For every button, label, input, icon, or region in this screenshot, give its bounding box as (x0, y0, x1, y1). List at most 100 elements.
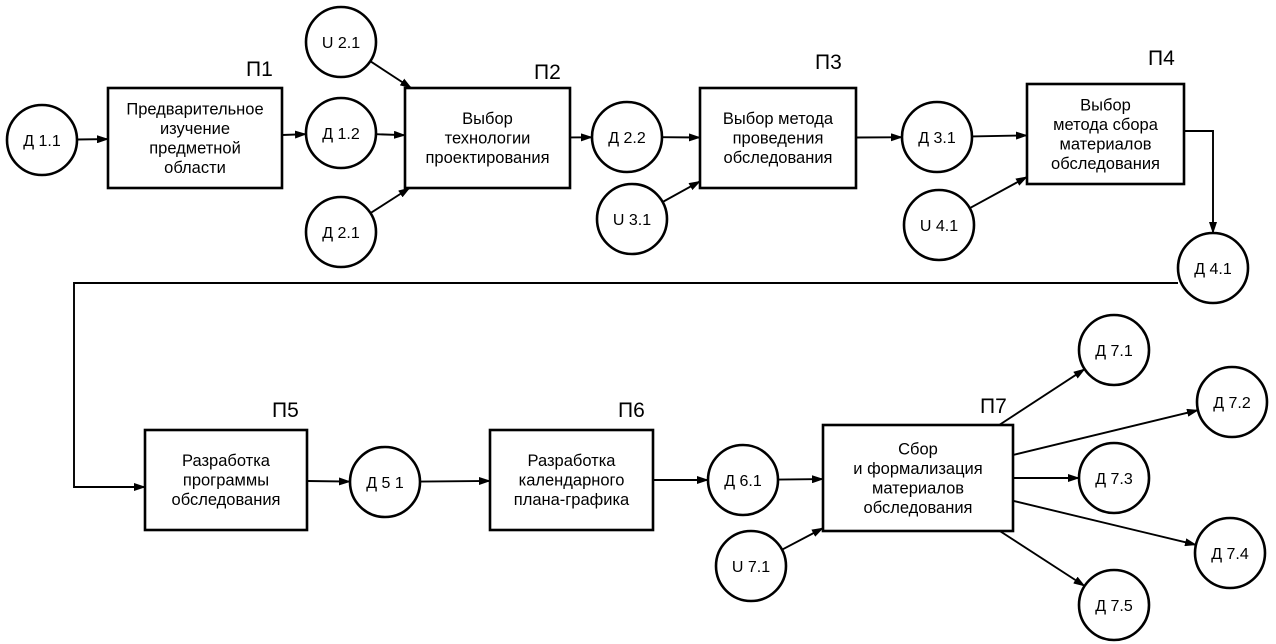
node-label-d75: Д 7.5 (1095, 598, 1133, 615)
process-label-line: Предварительное (126, 100, 263, 118)
process-label-line: обследования (864, 499, 973, 517)
process-box-p5 (143, 428, 309, 532)
node-circle-d41 (1176, 231, 1250, 305)
node-label-d22: Д 2.2 (608, 130, 646, 147)
step-label-p7: П7 (980, 395, 1007, 418)
node-d12: Д 1.2 (304, 96, 378, 170)
node-label-d73: Д 7.3 (1095, 471, 1133, 488)
process-label-line: изучение (160, 120, 230, 138)
process-label-line: материалов (872, 479, 964, 497)
arrow-p4-to-d41 (1184, 130, 1217, 234)
process-label-line: Выбор метода (723, 110, 834, 128)
node-d74: Д 7.4 (1193, 516, 1267, 590)
process-label-line: области (164, 159, 226, 177)
arrow-p7-to-d71 (998, 368, 1086, 426)
process-label-line: метода сбора (1053, 116, 1159, 134)
node-circle-d75 (1077, 568, 1151, 642)
node-label-u21: U 2.1 (322, 35, 360, 52)
arrow-d31-to-p4 (971, 131, 1028, 140)
node-u41: U 4.1 (902, 188, 976, 262)
node-circle-d73 (1077, 441, 1151, 515)
node-label-d74: Д 7.4 (1211, 546, 1249, 563)
process-box-p6 (488, 428, 655, 532)
arrow-d12-to-p2 (375, 130, 406, 139)
node-circle-d72 (1195, 365, 1269, 439)
process-box-p2 (403, 86, 572, 190)
node-circle-u41 (902, 188, 976, 262)
process-label-line: проведения (733, 130, 824, 148)
node-d71: Д 7.1 (1077, 313, 1151, 387)
process-box-p7 (821, 423, 1015, 533)
node-circle-d51 (348, 445, 422, 519)
node-u31: U 3.1 (595, 182, 669, 256)
step-label-p4: П4 (1148, 47, 1175, 70)
node-circle-d71 (1077, 313, 1151, 387)
arrow-d51-to-p6 (419, 477, 491, 486)
step-label-p1: П1 (246, 58, 273, 81)
node-label-d61: Д 6.1 (724, 473, 762, 490)
node-circle-d61 (706, 443, 780, 517)
process-label-line: календарного (519, 472, 625, 490)
node-label-d21: Д 2.1 (322, 225, 360, 242)
arrow-p7-to-d75 (999, 530, 1086, 587)
node-circle-u31 (595, 182, 669, 256)
process-label-line: обследования (172, 491, 281, 509)
node-u71: U 7.1 (714, 529, 788, 603)
node-label-d12: Д 1.2 (322, 126, 360, 143)
node-label-d11: Д 1.1 (23, 133, 61, 150)
node-label-d72: Д 7.2 (1213, 395, 1251, 412)
process-box-p4 (1025, 82, 1186, 186)
arrow-d41-to-p5 (73, 282, 1178, 491)
node-label-u71: U 7.1 (732, 559, 770, 576)
node-circle-d21 (304, 195, 378, 269)
step-label-p6: П6 (618, 399, 645, 422)
step-label-p2: П2 (534, 61, 561, 84)
arrow-p7-to-d72 (1012, 408, 1199, 456)
node-d22: Д 2.2 (590, 100, 664, 174)
node-circle-d11 (5, 103, 79, 177)
process-label-line: Разработка (182, 452, 271, 470)
process-label-line: материалов (1059, 135, 1151, 153)
node-d73: Д 7.3 (1077, 441, 1151, 515)
arrow-u41-to-p4 (969, 176, 1028, 210)
process-label-line: программы (183, 472, 269, 490)
node-label-d51: Д 5 1 (366, 475, 404, 492)
node-d41: Д 4.1 (1176, 231, 1250, 305)
process-box-p3 (698, 86, 858, 190)
node-circle-d12 (304, 96, 378, 170)
process-label-line: Выбор (462, 110, 513, 128)
node-d72: Д 7.2 (1195, 365, 1269, 439)
arrow-d61-to-p7 (777, 475, 824, 484)
process-label-line: плана-графика (514, 491, 630, 509)
node-label-d31: Д 3.1 (918, 130, 956, 147)
process-label-line: Выбор (1080, 96, 1131, 114)
process-label-line: обследования (1051, 155, 1160, 173)
arrow-d21-to-p2 (369, 187, 411, 214)
node-label-u41: U 4.1 (920, 218, 958, 235)
arrow-p1-to-d12 (281, 130, 307, 139)
process-label-line: Сбор (898, 440, 938, 458)
node-circle-d74 (1193, 516, 1267, 590)
node-d31: Д 3.1 (900, 100, 974, 174)
node-circle-d31 (900, 100, 974, 174)
node-circle-u21 (304, 5, 378, 79)
process-label-line: Разработка (528, 452, 617, 470)
arrow-u31-to-p3 (662, 180, 701, 203)
node-label-d41: Д 4.1 (1194, 261, 1232, 278)
arrow-u71-to-p7 (781, 527, 824, 551)
node-d51: Д 5 1 (348, 445, 422, 519)
node-d11: Д 1.1 (5, 103, 79, 177)
node-u21: U 2.1 (304, 5, 378, 79)
